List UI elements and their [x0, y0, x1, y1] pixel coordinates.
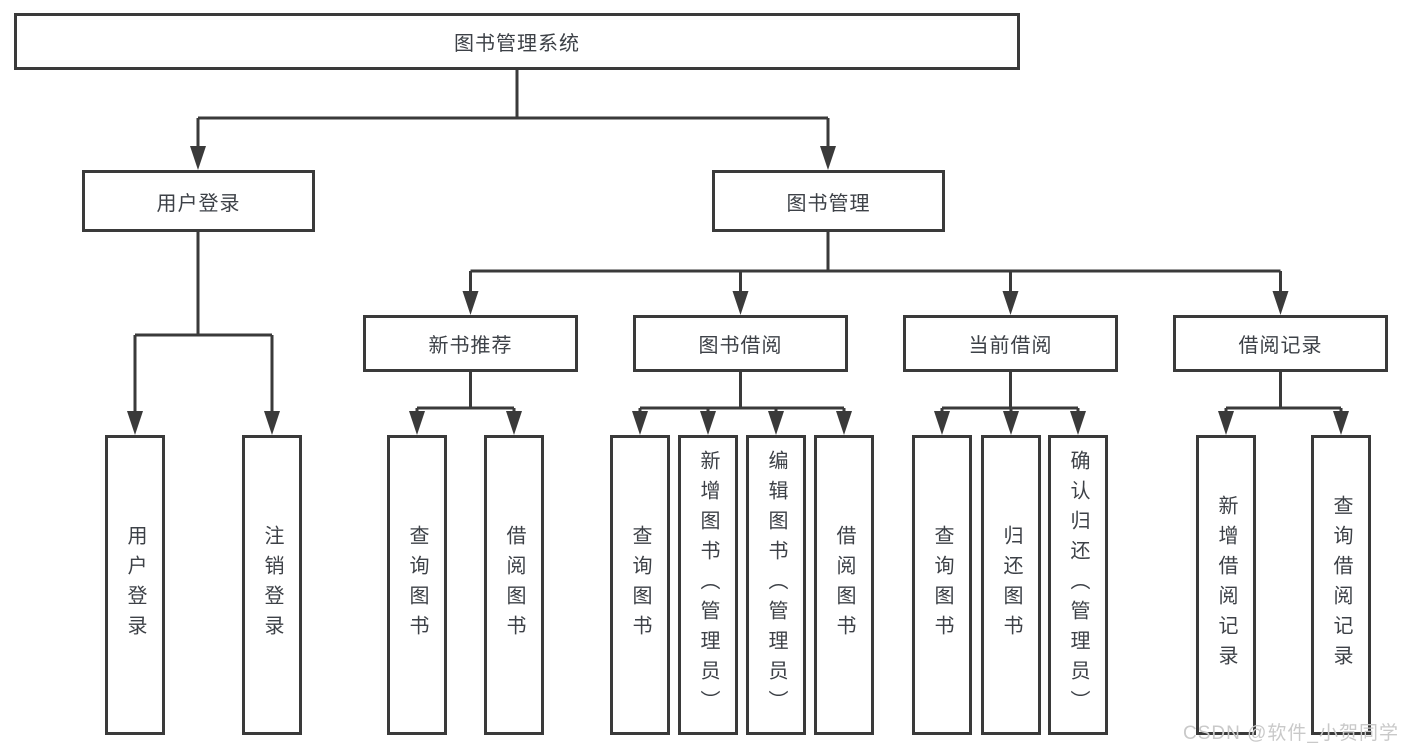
leaf-edit-books-admin: 编辑图书（管理员）	[746, 435, 806, 735]
leaf-add-books-admin: 新增图书（管理员）	[678, 435, 738, 735]
node-new-book-recommend: 新书推荐	[363, 315, 578, 372]
node-book-borrow: 图书借阅	[633, 315, 848, 372]
leaf-borrow-books-recommend: 借阅图书	[484, 435, 544, 735]
leaf-label: 注销登录	[261, 525, 283, 645]
leaf-label: 查询图书	[406, 525, 428, 645]
node-label: 图书管理	[786, 192, 871, 215]
leaf-label: 查询借阅记录	[1330, 495, 1352, 675]
leaf-label: 新增图书（管理员）	[697, 450, 719, 720]
leaf-query-books-current: 查询图书	[912, 435, 972, 735]
node-label: 用户登录	[156, 192, 241, 215]
leaf-add-borrow-record: 新增借阅记录	[1196, 435, 1256, 735]
leaf-label: 查询图书	[629, 525, 651, 645]
csdn-watermark: CSDN @软件_小贺同学	[1183, 723, 1399, 744]
node-label: 图书管理系统	[454, 33, 580, 55]
leaf-label: 归还图书	[1000, 525, 1022, 645]
leaf-label: 查询图书	[931, 525, 953, 645]
leaf-label: 新增借阅记录	[1215, 495, 1237, 675]
leaf-label: 借阅图书	[503, 525, 525, 645]
leaf-label: 确认归还（管理员）	[1067, 450, 1089, 720]
leaf-borrow-books-borrow: 借阅图书	[814, 435, 874, 735]
leaf-query-borrow-record: 查询借阅记录	[1311, 435, 1371, 735]
node-borrow-records: 借阅记录	[1173, 315, 1388, 372]
leaf-query-books-borrow: 查询图书	[610, 435, 670, 735]
leaf-query-books-recommend: 查询图书	[387, 435, 447, 735]
node-label: 图书借阅	[698, 335, 783, 357]
node-book-management: 图书管理	[712, 170, 945, 232]
node-library-management-system: 图书管理系统	[14, 13, 1020, 70]
node-label: 当前借阅	[968, 335, 1053, 357]
leaf-label: 编辑图书（管理员）	[765, 450, 787, 720]
node-label: 新书推荐	[428, 335, 513, 357]
leaf-return-books: 归还图书	[981, 435, 1041, 735]
node-label: 借阅记录	[1238, 335, 1323, 357]
leaf-label: 借阅图书	[833, 525, 855, 645]
leaf-label: 用户登录	[124, 525, 146, 645]
leaf-logout-login: 注销登录	[242, 435, 302, 735]
node-user-login: 用户登录	[82, 170, 315, 232]
node-current-borrow: 当前借阅	[903, 315, 1118, 372]
leaf-confirm-return-admin: 确认归还（管理员）	[1048, 435, 1108, 735]
leaf-user-login: 用户登录	[105, 435, 165, 735]
